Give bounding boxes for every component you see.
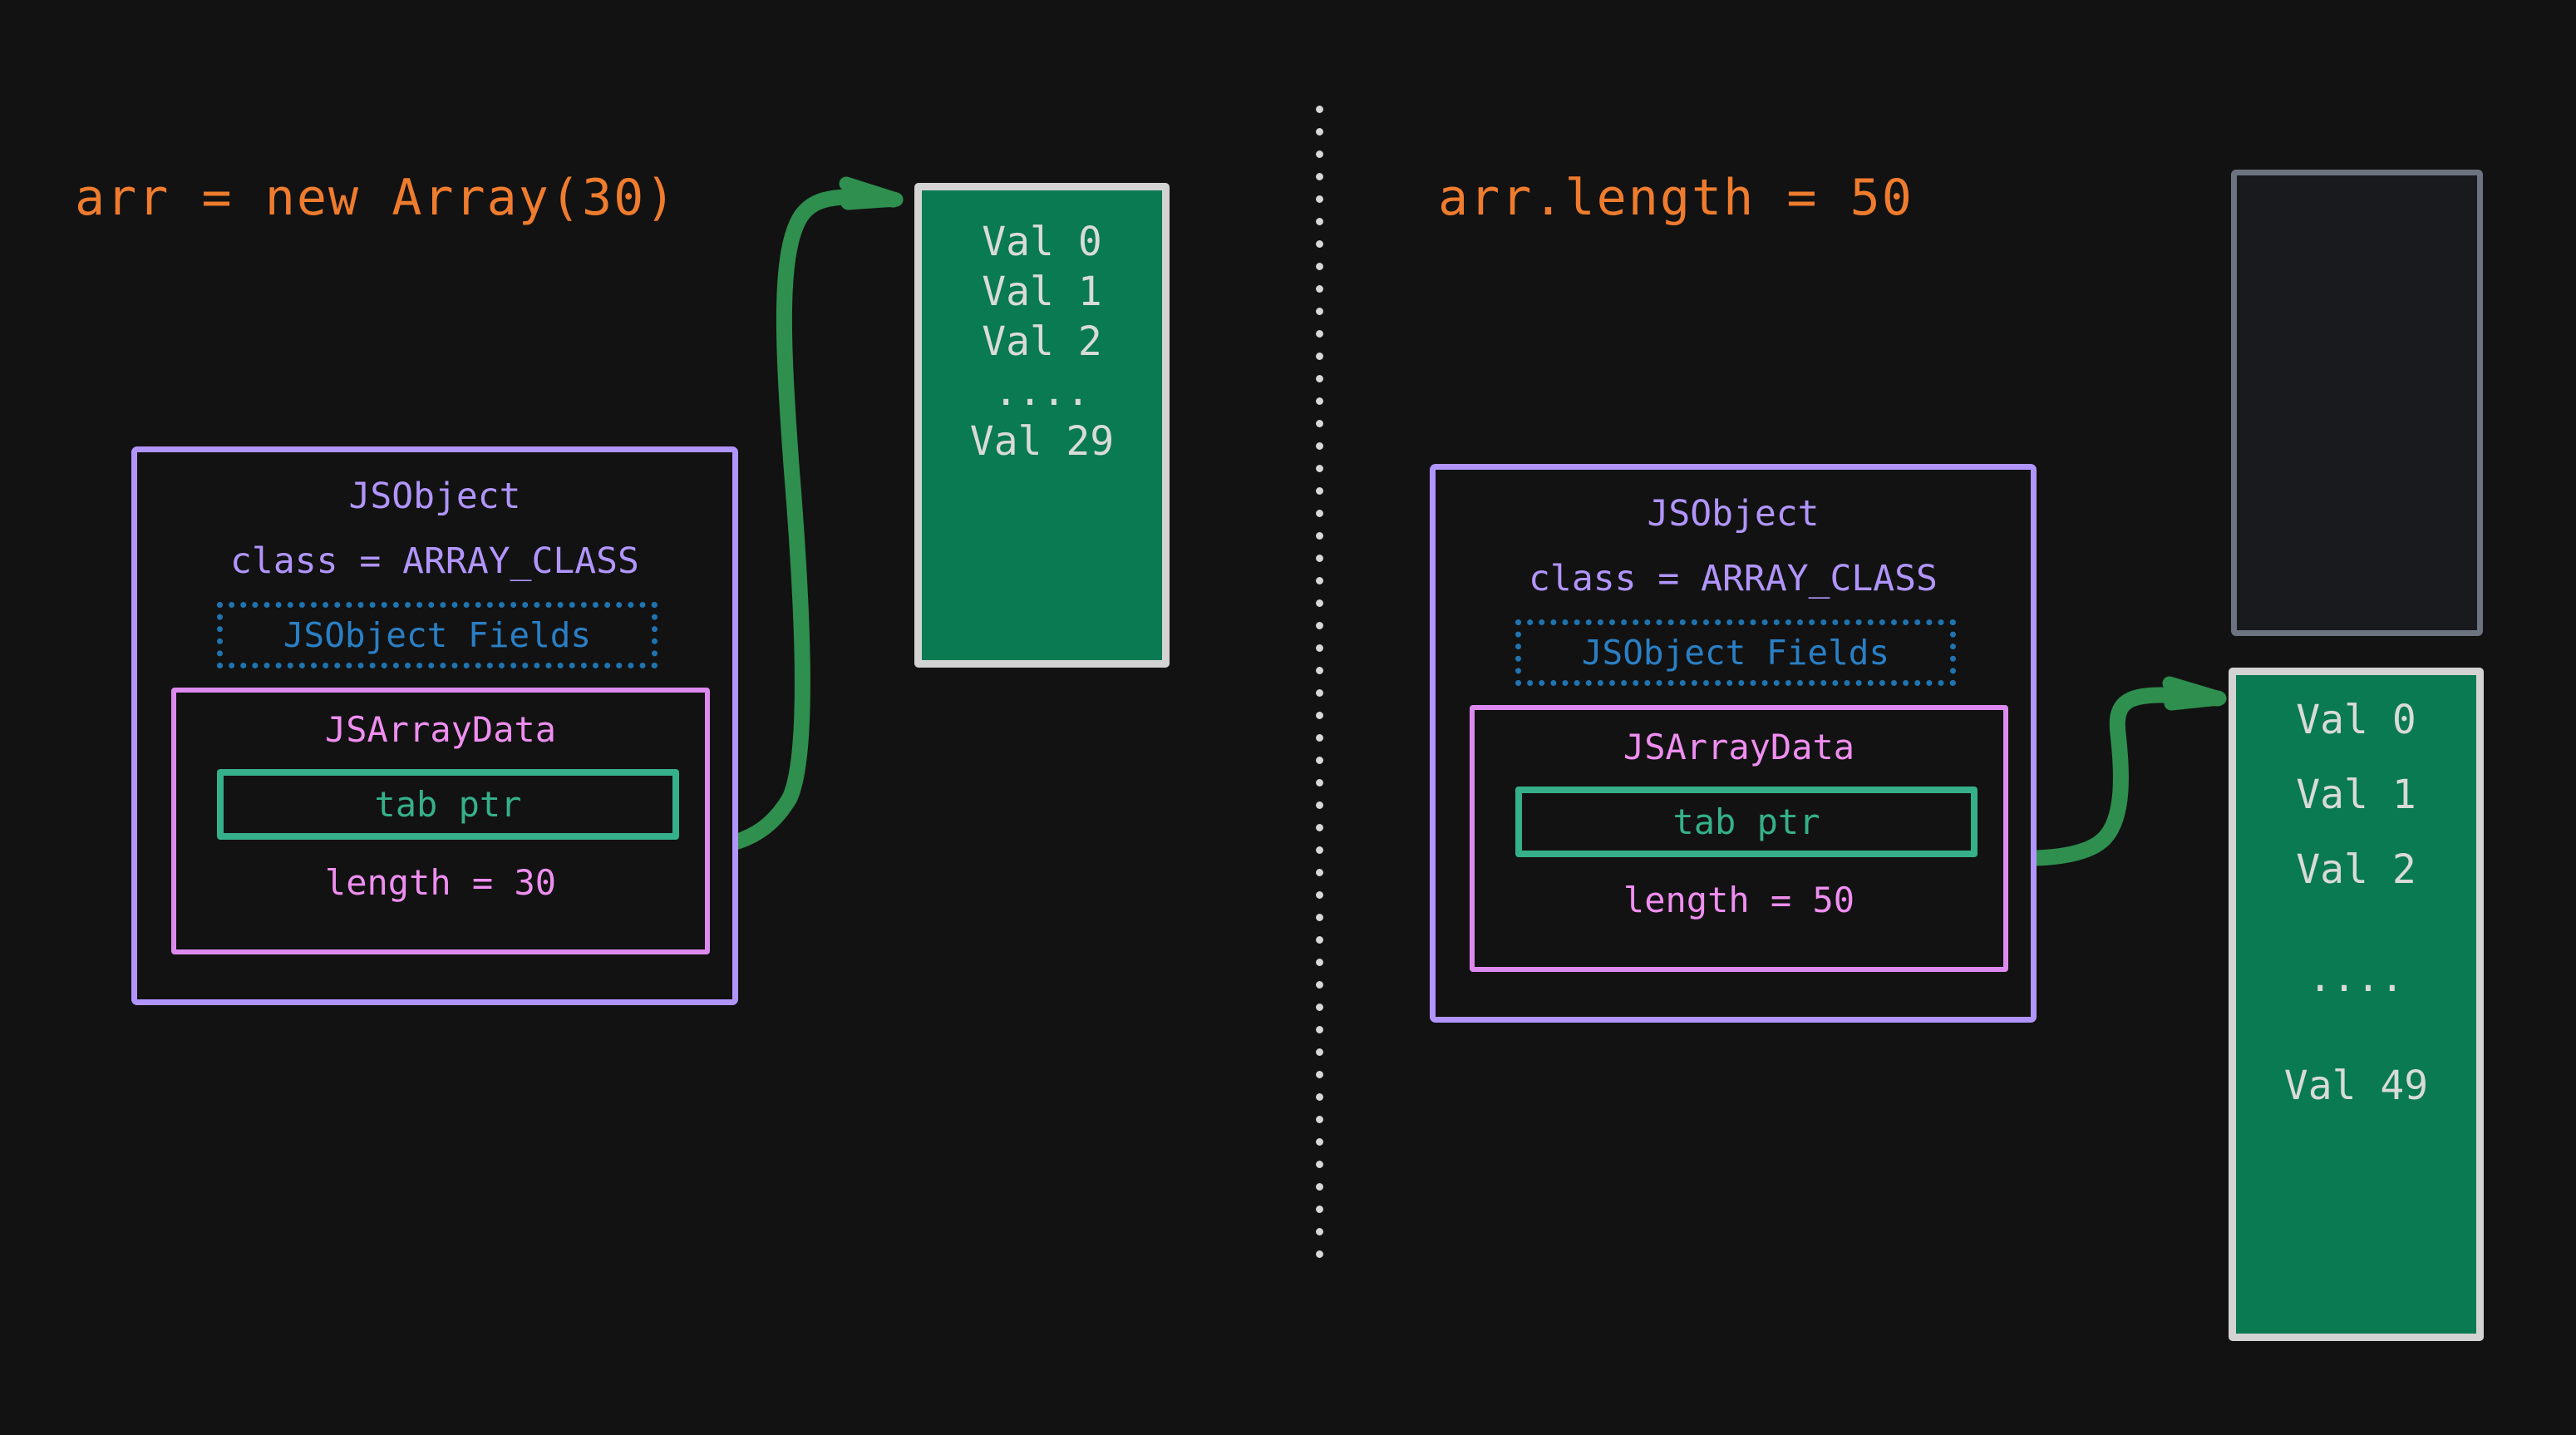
value-row: .... (993, 368, 1091, 415)
old-freed-array-box (2231, 170, 2483, 636)
value-row: Val 2 (2296, 846, 2416, 893)
right-value-table: Val 0 Val 1 Val 2.... Val 49 (2229, 668, 2484, 1341)
right-jsarraydata-length: length = 50 (1623, 880, 1855, 920)
value-row: .... (2308, 954, 2405, 1001)
right-jsobject-fields-box: JSObject Fields (1515, 619, 1956, 686)
right-jsarraydata-box: JSArrayData tab ptr length = 50 (1470, 705, 2008, 972)
value-row: Val 1 (982, 269, 1102, 315)
left-jsobject-box: JSObject class = ARRAY_CLASS JSObject Fi… (131, 446, 738, 1005)
right-tab-ptr-box[interactable]: tab ptr (1515, 787, 1978, 857)
right-panel-title: arr.length = 50 (1438, 169, 1914, 227)
left-panel-title: arr = new Array(30) (75, 169, 677, 227)
left-jsobject-fields-label: JSObject Fields (283, 614, 592, 655)
value-row: Val 0 (2296, 697, 2416, 743)
right-jsobject-title: JSObject (1647, 493, 1820, 535)
right-jsarraydata-title: JSArrayData (1623, 727, 1855, 767)
right-jsobject-fields-label: JSObject Fields (1581, 632, 1890, 673)
value-row: Val 1 (2296, 772, 2416, 818)
dotted-vertical-divider (1315, 98, 1324, 1267)
right-tab-ptr-label: tab ptr (1672, 801, 1820, 842)
left-jsarraydata-length: length = 30 (324, 862, 557, 903)
value-row: Val 29 (969, 418, 1115, 465)
left-jsobject-title: JSObject (348, 476, 521, 517)
left-tab-ptr-box[interactable]: tab ptr (217, 769, 679, 840)
left-jsobject-class-line: class = ARRAY_CLASS (230, 540, 639, 582)
value-row: Val 0 (982, 219, 1102, 265)
left-jsarraydata-box: JSArrayData tab ptr length = 30 (171, 688, 710, 954)
left-jsobject-fields-box: JSObject Fields (217, 602, 658, 668)
right-jsobject-box: JSObject class = ARRAY_CLASS JSObject Fi… (1430, 464, 2037, 1023)
value-row: Val 49 (2283, 1063, 2429, 1109)
right-jsobject-class-line: class = ARRAY_CLASS (1529, 558, 1938, 599)
left-tab-ptr-label: tab ptr (374, 783, 522, 825)
value-row: Val 2 (982, 318, 1102, 365)
left-jsarraydata-title: JSArrayData (324, 709, 557, 750)
